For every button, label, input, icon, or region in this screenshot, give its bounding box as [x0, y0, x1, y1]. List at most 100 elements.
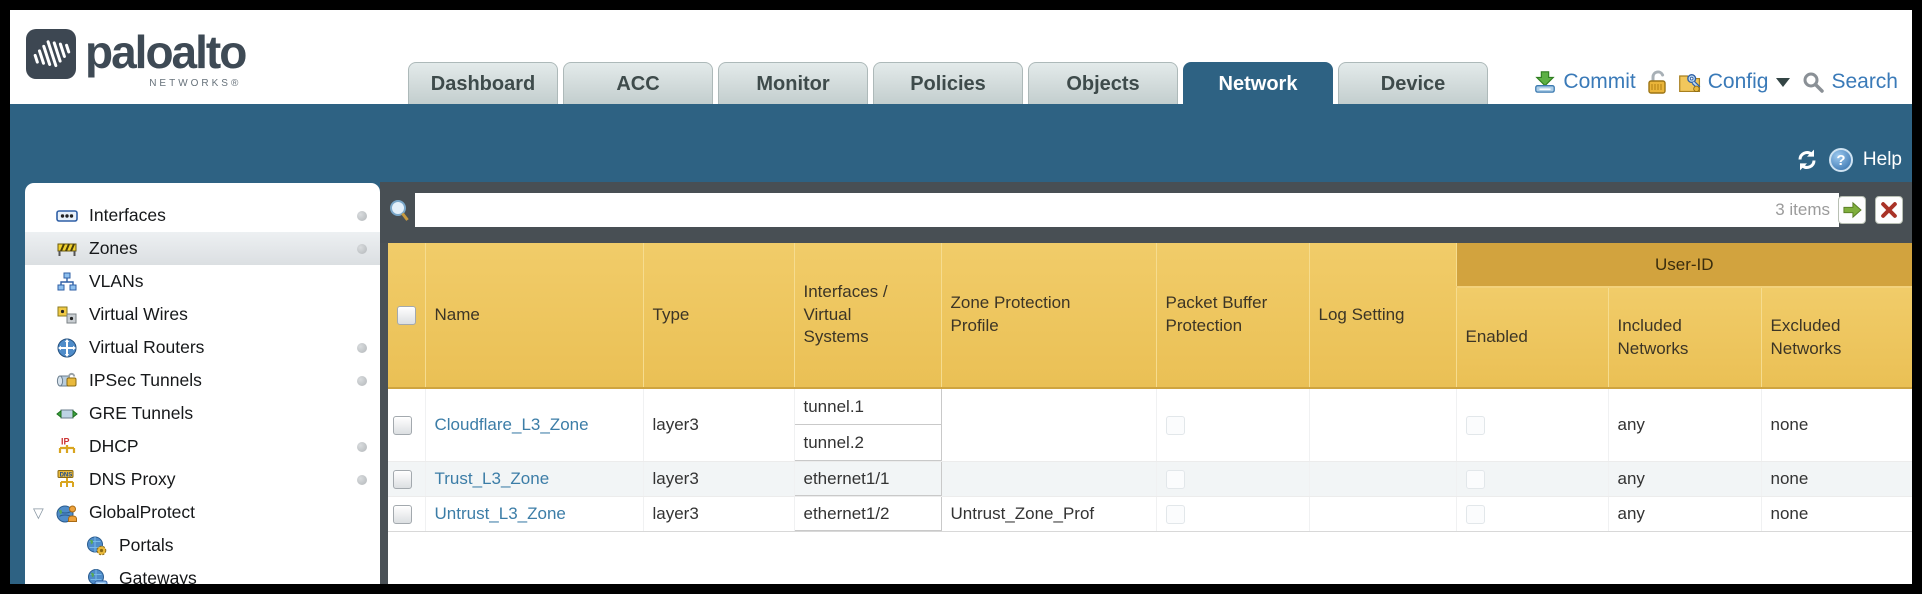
paloalto-logo-icon [25, 26, 77, 87]
sidebar-item-dhcp[interactable]: IP DHCP [25, 430, 380, 463]
sidebar-item-zones[interactable]: Zones [25, 232, 380, 265]
row-checkbox[interactable] [393, 415, 412, 435]
config-label: Config [1707, 70, 1769, 93]
virtual-routers-icon [55, 336, 79, 360]
zone-protection-profile: Untrust_Zone_Prof [941, 496, 1157, 532]
zone-type: layer3 [643, 496, 795, 532]
apply-filter-button[interactable] [1838, 196, 1866, 224]
svg-text:IP: IP [61, 436, 70, 446]
col-header-zone-protection[interactable]: Zone Protection Profile [941, 243, 1157, 389]
vlans-icon [55, 270, 79, 294]
sidebar-item-gre-tunnels[interactable]: GRE Tunnels [25, 397, 380, 430]
status-dot [357, 375, 367, 386]
zones-icon [55, 237, 79, 261]
sidebar-item-interfaces[interactable]: Interfaces [25, 199, 380, 232]
sidebar-item-ipsec-tunnels[interactable]: IPSec Tunnels [25, 364, 380, 397]
status-dot [357, 441, 367, 452]
zone-link[interactable]: Cloudflare_L3_Zone [434, 415, 589, 434]
sidebar-item-portals[interactable]: Portals [25, 529, 380, 562]
select-all-header [388, 243, 426, 389]
sidebar-item-virtual-wires[interactable]: Virtual Wires [25, 298, 380, 331]
zone-link[interactable]: Untrust_L3_Zone [434, 504, 566, 523]
sidebar-item-globalprotect[interactable]: ▽ GlobalProtect [25, 496, 380, 529]
packet-buffer-checkbox[interactable] [1165, 469, 1185, 489]
interface-cell: ethernet1/1 [794, 462, 941, 496]
row-checkbox[interactable] [393, 469, 412, 489]
clear-filter-button[interactable] [1875, 196, 1903, 224]
sidebar-item-dns-proxy[interactable]: DNS DNS Proxy [25, 463, 380, 496]
search-button[interactable]: Search [1801, 70, 1898, 94]
col-header-packet-buffer[interactable]: Packet Buffer Protection [1156, 243, 1310, 389]
teal-band: ? Help [10, 104, 1912, 182]
ipsec-tunnels-icon [55, 369, 79, 393]
included-networks: any [1608, 388, 1762, 462]
included-networks: any [1608, 461, 1762, 497]
top-header: paloalto NETWORKS® Dashboard ACC Monitor… [10, 10, 1912, 104]
zone-interfaces: tunnel.1 tunnel.2 [794, 388, 942, 462]
user-id-enabled-checkbox[interactable] [1465, 469, 1485, 489]
tab-monitor[interactable]: Monitor [718, 62, 868, 104]
tab-policies[interactable]: Policies [873, 62, 1023, 104]
excluded-networks: none [1761, 388, 1912, 462]
packet-buffer-checkbox[interactable] [1165, 415, 1185, 435]
filter-input[interactable] [415, 193, 1839, 227]
packet-buffer-checkbox[interactable] [1165, 504, 1185, 524]
gre-tunnels-icon [55, 402, 79, 426]
zone-link[interactable]: Trust_L3_Zone [434, 469, 550, 488]
header-actions: Commit C [1533, 64, 1898, 100]
interface-cell: tunnel.1 [794, 389, 941, 425]
excluded-networks: none [1761, 461, 1912, 497]
dns-proxy-icon: DNS [55, 468, 79, 492]
filter-search-icon [388, 199, 411, 229]
help-icon[interactable]: ? [1828, 148, 1853, 172]
excluded-networks: none [1761, 496, 1912, 532]
col-header-name[interactable]: Name [425, 243, 644, 389]
col-header-enabled[interactable]: Enabled [1456, 287, 1609, 389]
status-dot [357, 210, 367, 221]
sidebar-item-gateways[interactable]: Gateways [25, 562, 380, 584]
zones-panel: Name Type Interfaces / Virtual Systems Z… [388, 243, 1912, 584]
lock-icon[interactable] [1645, 70, 1669, 94]
zone-type: layer3 [643, 388, 795, 462]
user-id-group-header: User-ID [1456, 243, 1912, 288]
svg-text:DNS: DNS [60, 472, 73, 478]
refresh-icon[interactable] [1795, 148, 1819, 172]
panel-divider [380, 243, 388, 584]
commit-icon [1533, 70, 1557, 94]
table-row: Cloudflare_L3_Zone layer3 tunnel.1 tunne… [388, 388, 1912, 462]
network-sidebar: Interfaces Zones VLANs Virtual Wires [25, 183, 380, 584]
status-dot [357, 243, 367, 254]
tab-acc[interactable]: ACC [563, 62, 713, 104]
tab-dashboard[interactable]: Dashboard [408, 62, 558, 104]
user-id-enabled-checkbox[interactable] [1465, 504, 1485, 524]
tab-network[interactable]: Network [1183, 62, 1333, 104]
col-header-interfaces[interactable]: Interfaces / Virtual Systems [794, 243, 942, 389]
panos-window: paloalto NETWORKS® Dashboard ACC Monitor… [10, 10, 1912, 584]
search-icon [1801, 70, 1825, 94]
log-setting [1309, 461, 1457, 497]
filter-field: 3 items [415, 193, 1839, 227]
interfaces-icon [55, 204, 79, 228]
globalprotect-icon [55, 501, 79, 525]
virtual-wires-icon [55, 303, 79, 327]
sidebar-item-vlans[interactable]: VLANs [25, 265, 380, 298]
col-header-type[interactable]: Type [643, 243, 795, 389]
config-menu[interactable]: Config [1678, 70, 1793, 94]
zone-interfaces: ethernet1/2 [794, 496, 942, 532]
expander-triangle-icon[interactable]: ▽ [33, 504, 44, 520]
included-networks: any [1608, 496, 1762, 532]
tab-objects[interactable]: Objects [1028, 62, 1178, 104]
user-id-enabled-checkbox[interactable] [1465, 415, 1485, 435]
col-header-excluded-networks[interactable]: Excluded Networks [1761, 287, 1912, 389]
col-header-included-networks[interactable]: Included Networks [1608, 287, 1762, 389]
items-count: 3 items [1775, 200, 1830, 219]
commit-button[interactable]: Commit [1533, 70, 1636, 94]
logo-wordmark: paloalto [85, 26, 247, 78]
select-all-checkbox[interactable] [397, 305, 416, 325]
main-nav-tabs: Dashboard ACC Monitor Policies Objects N… [408, 62, 1488, 104]
col-header-log-setting[interactable]: Log Setting [1309, 243, 1457, 389]
help-label[interactable]: Help [1862, 149, 1902, 170]
tab-device[interactable]: Device [1338, 62, 1488, 104]
sidebar-item-virtual-routers[interactable]: Virtual Routers [25, 331, 380, 364]
row-checkbox[interactable] [393, 504, 412, 524]
